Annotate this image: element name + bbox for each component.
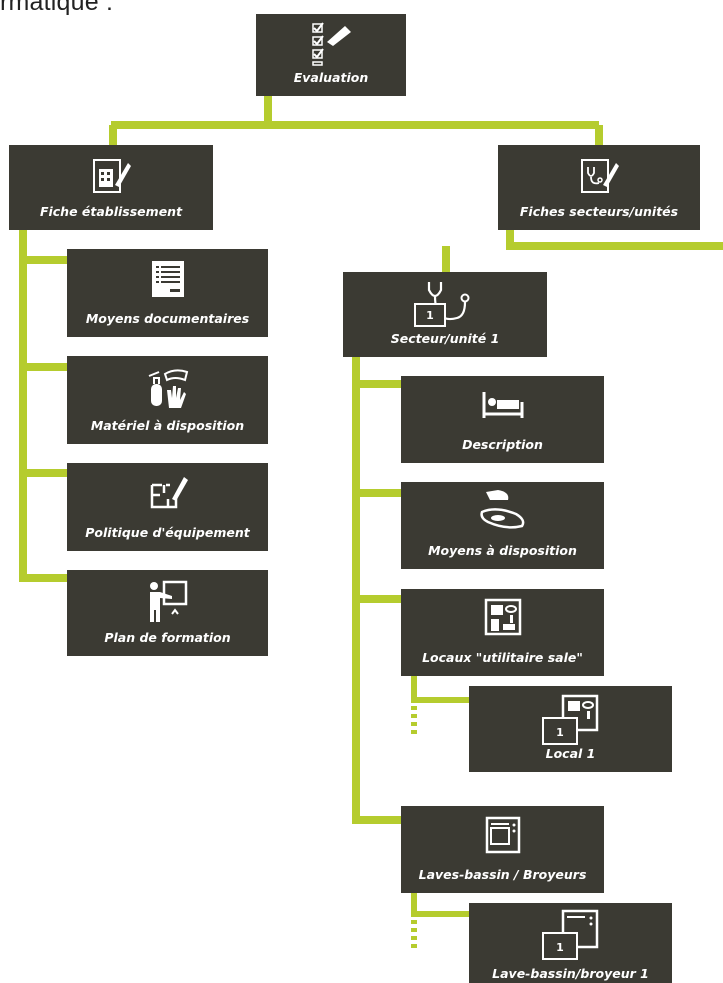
- numbered-stethoscope-icon: 1: [414, 282, 470, 327]
- checklist-icon: [312, 22, 351, 66]
- utility-room-icon: [484, 598, 521, 636]
- bed-icon: [482, 392, 523, 418]
- floor-plan-icon: [150, 477, 188, 509]
- plan-formation-box: Plan de formation: [67, 570, 268, 656]
- secteur1-label: Secteur/unité 1: [390, 331, 500, 346]
- header-text: rmatique :: [0, 0, 114, 16]
- teacher-board-icon: [149, 580, 187, 622]
- building-document-icon: [93, 159, 131, 193]
- fiches-secteurs-box: Fiches secteurs/unités: [498, 145, 700, 230]
- fiche-etablissement-label: Fiche établissement: [39, 204, 183, 219]
- local1-number: 1: [556, 726, 564, 739]
- washer-icon: [485, 816, 520, 854]
- lave1-box: 1 Lave-bassin/broyeur 1: [469, 903, 672, 983]
- moyens-documentaires-box: Moyens documentaires: [67, 249, 268, 337]
- moyens-disposition-box: Moyens à disposition: [401, 482, 604, 569]
- locaux-label: Locaux "utilitaire sale": [422, 650, 583, 665]
- description-box: Description: [401, 376, 604, 463]
- lave1-label: Lave-bassin/broyeur 1: [492, 966, 649, 981]
- secteur1-number: 1: [426, 309, 434, 322]
- gloves-goggles-icon: [148, 369, 188, 408]
- fiches-secteurs-label: Fiches secteurs/unités: [519, 204, 679, 219]
- materiel-box: Matériel à disposition: [67, 356, 268, 444]
- moyens-documentaires-label: Moyens documentaires: [85, 311, 250, 326]
- lave1-number: 1: [556, 941, 564, 954]
- bedpan-icon: [479, 490, 524, 529]
- document-list-icon: [151, 261, 184, 297]
- materiel-label: Matériel à disposition: [90, 418, 245, 433]
- moyens-disposition-label: Moyens à disposition: [428, 543, 577, 558]
- numbered-utility-room-icon: 1: [541, 694, 598, 745]
- laves-label: Laves-bassin / Broyeurs: [418, 867, 587, 882]
- plan-formation-label: Plan de formation: [104, 630, 231, 645]
- politique-label: Politique d'équipement: [85, 525, 250, 540]
- numbered-washer-icon: 1: [541, 909, 598, 960]
- description-label: Description: [462, 437, 543, 452]
- fiche-etablissement-box: Fiche établissement: [9, 145, 213, 230]
- evaluation-label: Evaluation: [293, 70, 369, 85]
- politique-box: Politique d'équipement: [67, 463, 268, 551]
- local1-label: Local 1: [545, 746, 596, 761]
- locaux-box: Locaux "utilitaire sale": [401, 589, 604, 676]
- local1-box: 1 Local 1: [469, 686, 672, 772]
- laves-box: Laves-bassin / Broyeurs: [401, 806, 604, 893]
- evaluation-box: Evaluation: [256, 14, 406, 96]
- stethoscope-document-icon: [581, 159, 619, 193]
- secteur1-box: 1 Secteur/unité 1: [343, 272, 547, 357]
